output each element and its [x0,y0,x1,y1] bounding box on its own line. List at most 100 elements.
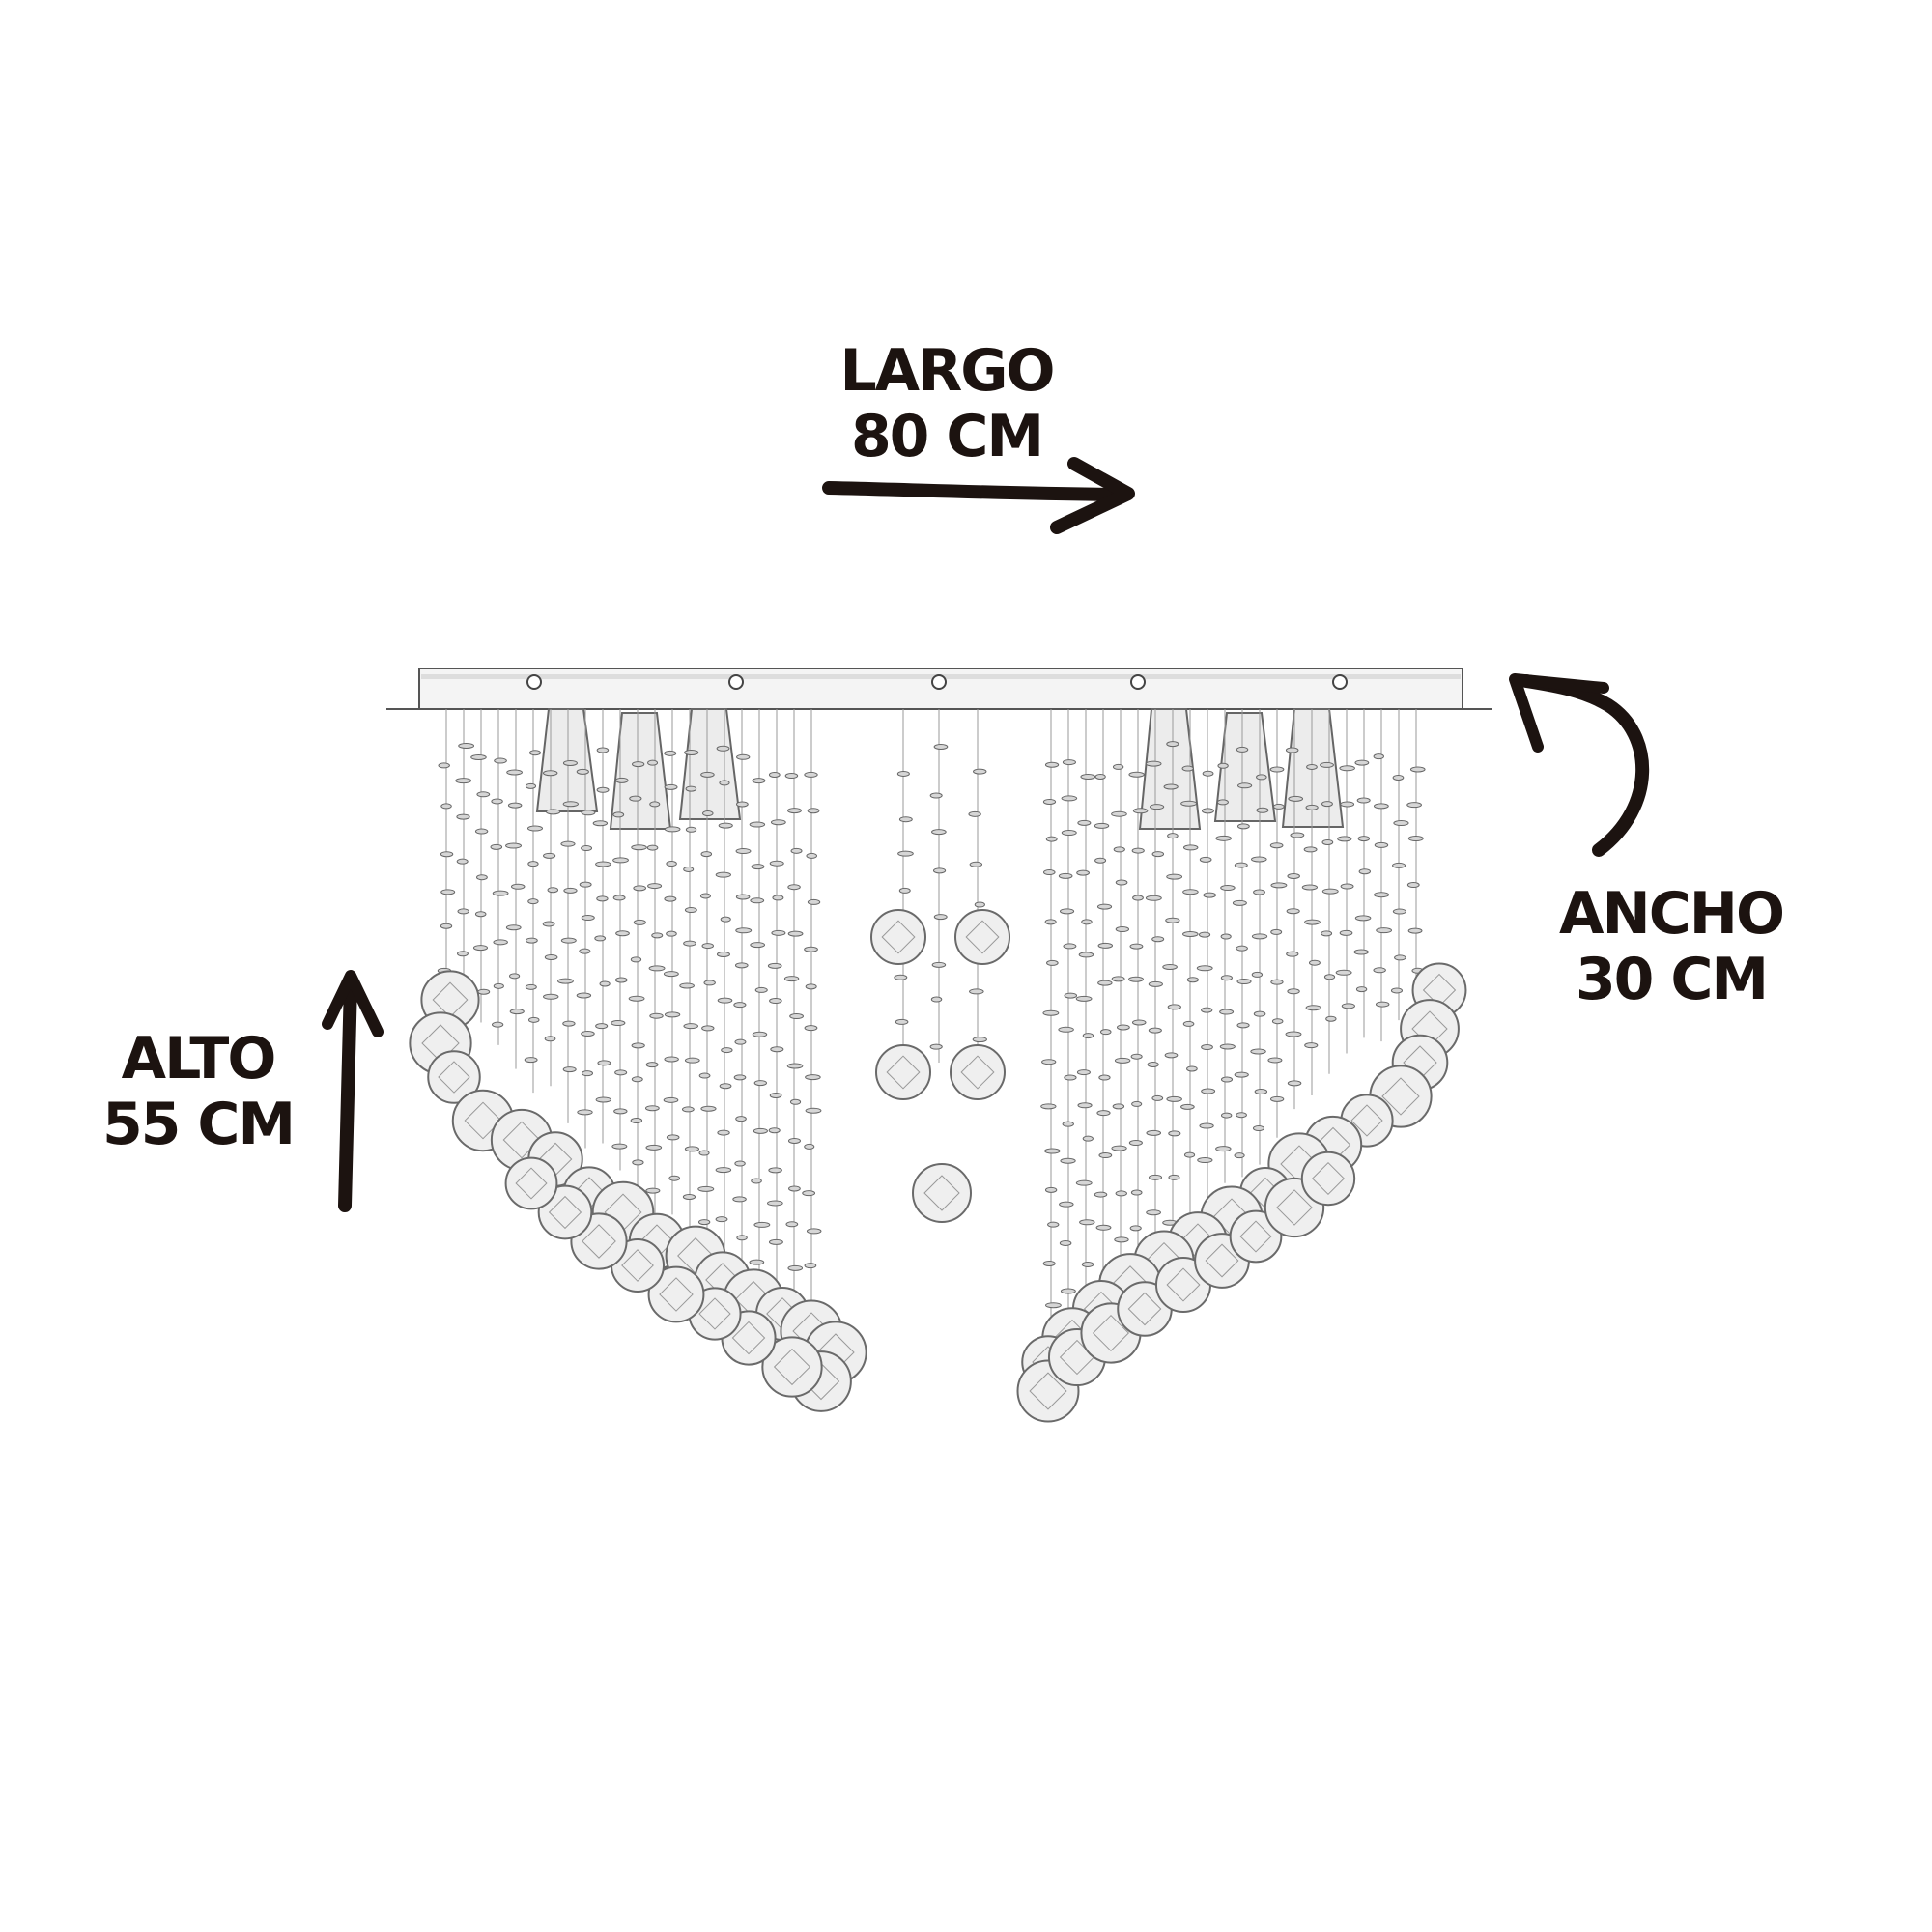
crystal-bead [1058,872,1073,879]
crystal-bead [1079,1219,1095,1226]
crystal-bead [679,982,695,989]
crystal-ball [647,1265,705,1323]
crystal-bead [1060,1157,1076,1164]
crystal-bead [1168,1130,1181,1137]
crystal-bead [528,750,541,756]
crystal-bead [683,866,695,872]
crystal-bead [630,1118,643,1124]
crystal-bead [932,867,947,874]
crystal-bead [1182,1020,1195,1027]
crystal-bead [581,810,596,816]
crystal-bead [1354,759,1370,766]
crystal-bead [633,919,646,925]
crystal-bead [715,871,731,878]
crystal-ball [875,1044,931,1100]
crystal-bead [732,1196,747,1203]
crystal-bead [1267,1057,1283,1064]
crystal-bead [440,851,454,858]
crystal-bead [666,861,677,867]
crystal-balls [409,909,1467,1423]
crystal-bead [1254,1089,1268,1095]
crystal-bead [786,1063,804,1069]
crystal-bead [1303,846,1318,853]
crystal-bead [715,1216,728,1223]
crystal-facet [1127,1292,1162,1326]
crystal-bead [1321,801,1333,808]
crystal-bead [1132,895,1144,901]
crystal-bead [735,1116,747,1122]
crystal-bead [1180,1103,1195,1110]
crystal-bead [664,826,681,833]
crystal-bead [1148,1027,1162,1034]
crystal-bead [684,907,697,914]
crystal-bead [632,1159,644,1166]
crystal-bead [1041,1059,1057,1065]
crystal-bead [1269,766,1285,773]
crystal-bead [1308,959,1321,966]
crystal-bead [526,825,544,832]
crystal-bead [769,1092,782,1098]
crystal-bead [684,1057,700,1064]
crystal-bead [576,992,592,999]
crystal-bead [1128,1140,1143,1147]
crystal-bead [733,1074,747,1081]
crystal-bead [1044,1186,1058,1193]
crystal-facet [1205,1243,1239,1278]
crystal-bead [596,786,610,793]
crystal-bead [1306,763,1318,770]
crystal-bead [440,803,452,810]
crystal-bead [805,1107,822,1114]
crystal-bead [1042,798,1057,805]
crystal-bead [645,1187,661,1194]
crystal-bead [438,762,450,769]
crystal-facet [659,1277,694,1312]
crystal-bead [581,845,593,852]
crystal-bead [1112,1103,1125,1110]
crystal-bead [457,908,469,915]
crystal-bead [1128,771,1145,778]
crystal-bead [698,1150,710,1156]
crystal-bead [1321,930,1333,937]
crystal-bead [1285,1031,1302,1037]
crystal-bead [931,961,947,968]
alto-value-text: 55 CM [101,1091,296,1158]
crystal-bead [1075,1179,1093,1186]
crystal-bead [770,1046,784,1053]
crystal-bead [1269,1095,1285,1102]
crystal-bead [1199,856,1212,863]
crystal-bead [1130,1053,1143,1060]
crystal-bead [1236,746,1249,753]
crystal-bead [1077,819,1092,826]
crystal-bead [683,940,696,947]
crystal-bead [577,1109,593,1116]
crystal-ball [761,1336,823,1398]
crystal-bead [476,791,491,798]
crystal-bead [1082,1135,1094,1142]
crystal-bead [1044,761,1060,768]
crystal-bead [701,1025,715,1032]
crystal-bead [1183,1151,1196,1158]
crystal-bead [1407,927,1423,934]
crystal-bead [1199,1122,1214,1129]
crystal-bead [1099,1029,1112,1036]
crystal-bead [703,980,716,986]
crystal-bead [1047,1221,1060,1228]
crystal-bead [1305,804,1319,810]
crystal-bead [1220,1076,1234,1083]
crystal-bead [1115,879,1128,886]
crystal-bead [807,898,821,905]
crystal-bead [1373,753,1384,760]
crystal-bead [595,1096,611,1103]
crystal-bead [629,795,642,802]
crystal-bead [1145,760,1162,767]
crystal-bead [769,860,784,867]
crystal-bead [594,935,607,942]
crystal-ball [950,1044,1006,1100]
crystal-bead [1164,1052,1179,1059]
crystal-bead [560,937,577,944]
crystal-bead [1097,980,1113,986]
crystal-bead [1151,851,1165,858]
crystal-bead [1040,1103,1057,1110]
crystal-bead [1077,1102,1093,1109]
crystal-bead [1168,1174,1180,1180]
